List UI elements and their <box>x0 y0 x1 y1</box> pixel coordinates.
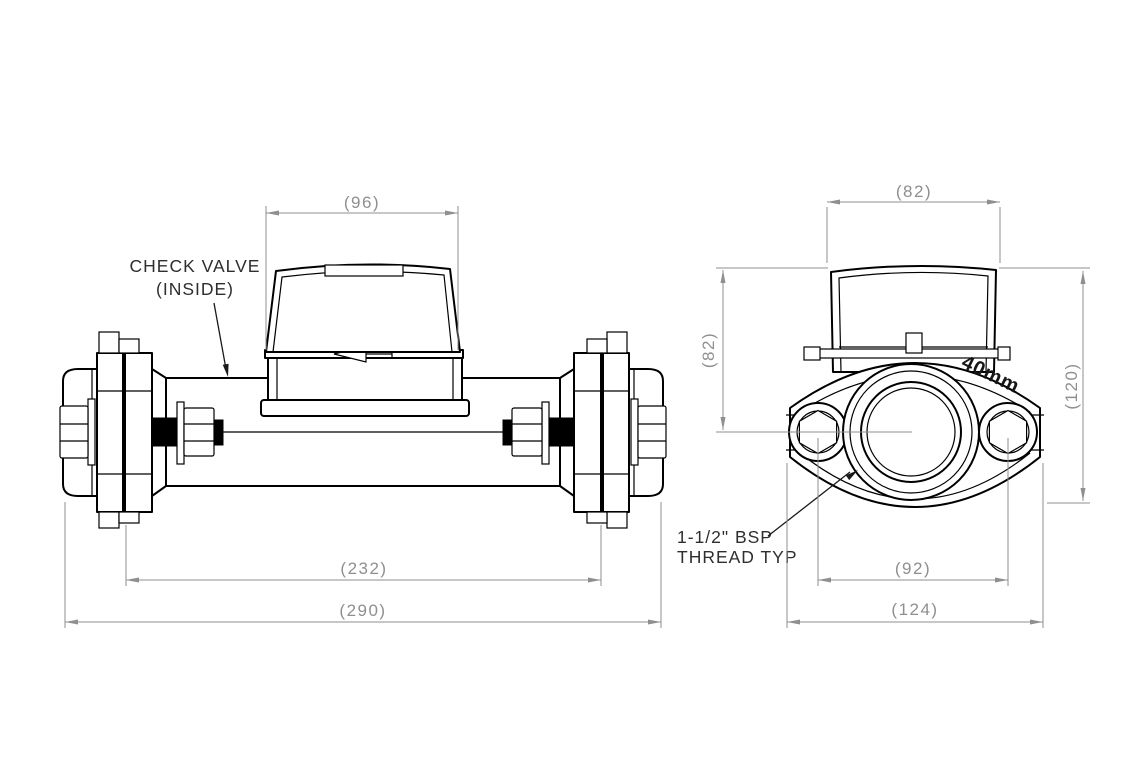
check-valve-callout: CHECK VALVE (INSIDE) <box>130 256 261 377</box>
bolt-lug <box>118 511 140 524</box>
leader-arrow <box>222 363 229 377</box>
dim-text-82-width: (82) <box>896 182 932 201</box>
housing-lid <box>265 263 461 353</box>
bsp-thread-callout: 1-1/2" BSP THREAD TYP <box>677 470 858 567</box>
threaded-rod-left <box>151 417 179 447</box>
bolt-lug <box>586 511 608 524</box>
bolt-lug <box>586 338 608 354</box>
dim-register-top-width: (96) <box>265 193 459 350</box>
hex-nut-outer-left <box>59 405 89 459</box>
dim-text-82-height: (82) <box>699 332 718 368</box>
flange-assembly-right <box>502 331 667 529</box>
dim-text-120: (120) <box>1062 362 1081 409</box>
leader-line <box>213 302 227 370</box>
check-valve-label-line1: CHECK VALVE <box>130 256 261 276</box>
bolt-lug <box>606 511 628 529</box>
dim-text-290: (290) <box>339 601 386 620</box>
lid-hinge-tab <box>324 264 404 277</box>
flange-plate-inner-right <box>573 352 602 513</box>
hex-nut-inner-right <box>511 407 543 457</box>
dim-center-height: (82) <box>699 267 828 430</box>
bolt-lug <box>98 511 120 529</box>
end-register-housing <box>803 264 1011 373</box>
threaded-rod-right <box>547 417 575 447</box>
bsp-label-line1: 1-1/2" BSP <box>677 527 773 547</box>
dim-overall-width: (124) <box>786 463 1044 628</box>
bsp-label-line2: THREAD TYP <box>677 547 798 567</box>
bolt-lug <box>98 331 120 354</box>
washer <box>630 398 639 466</box>
dim-text-232: (232) <box>340 559 387 578</box>
housing-base <box>260 399 470 417</box>
dim-bolt-spacing: (92) <box>817 438 1009 586</box>
dim-text-96: (96) <box>344 193 380 212</box>
flange-plate-inner-left <box>124 352 153 513</box>
seal-bar-cap-left <box>803 346 821 361</box>
dim-overall-height: (120) <box>999 267 1090 504</box>
thread-stub <box>213 419 224 446</box>
end-view: 40mm 1-1/2" BSP THREAD TYP (82) (82) <box>677 182 1090 628</box>
leader-line <box>767 471 851 537</box>
end-housing-outline <box>830 264 997 373</box>
check-valve-label-line2: (INSIDE) <box>156 279 234 299</box>
dim-text-92: (92) <box>895 559 931 578</box>
thread-stub <box>502 419 513 446</box>
flange-plate-outer-left <box>96 352 124 513</box>
hex-nut-outer-right <box>637 405 667 459</box>
dim-overall-length: (290) <box>64 502 662 628</box>
latch-tab <box>905 332 923 354</box>
hex-nut-inner-left <box>183 407 215 457</box>
flange-assembly-left <box>59 331 224 529</box>
dim-text-124: (124) <box>891 600 938 619</box>
seal-bar-cap-right <box>997 346 1011 361</box>
leader-arrow <box>845 470 858 481</box>
housing-lower-box <box>267 357 463 401</box>
washer <box>87 398 96 466</box>
dim-register-width: (82) <box>826 182 1001 263</box>
meter-register-housing <box>260 263 470 417</box>
flange-plate-outer-right <box>602 352 630 513</box>
bolt-lug <box>606 331 628 354</box>
end-clamp-body: 40mm <box>786 351 1044 508</box>
dim-flange-face-span: (232) <box>125 525 602 586</box>
washer <box>176 401 185 465</box>
side-view: CHECK VALVE (INSIDE) (96) (232) <box>59 193 667 628</box>
washer <box>541 401 550 465</box>
bolt-lug <box>118 338 140 354</box>
